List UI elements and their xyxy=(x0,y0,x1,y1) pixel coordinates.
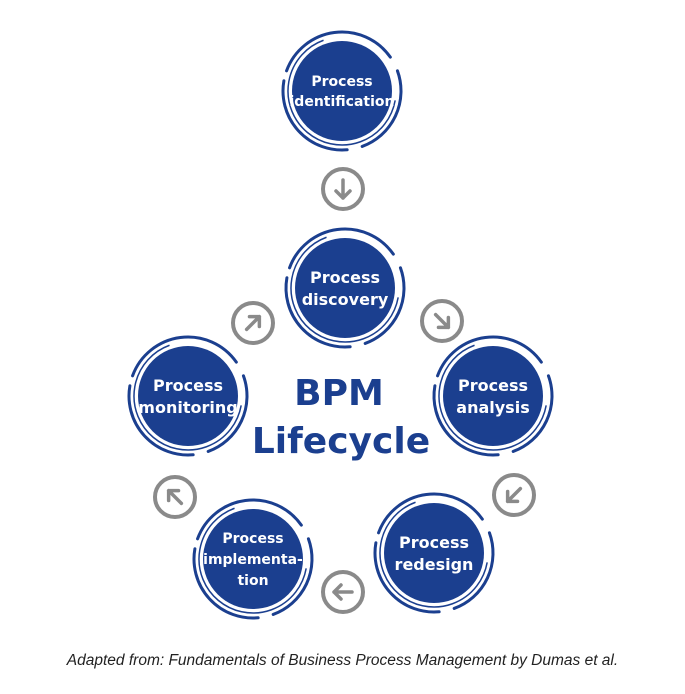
process-identification-disk xyxy=(292,41,392,141)
process-identification-ring-segment xyxy=(281,79,349,152)
process-implementation-ring-segment xyxy=(271,537,314,616)
center-title: BPM Lifecycle xyxy=(252,373,430,462)
process-monitoring-ring-segment xyxy=(206,374,249,453)
arrow-down-icon xyxy=(334,178,352,200)
process-redesign-disk xyxy=(384,503,484,603)
process-implementation-ring-segment xyxy=(196,498,303,541)
process-discovery-label-line: Process xyxy=(310,268,380,287)
process-monitoring-inner-ring xyxy=(133,344,242,451)
process-monitoring-label-line: monitoring xyxy=(138,398,237,417)
process-implementation-label-line: Process xyxy=(222,531,283,547)
process-identification-ring-segment xyxy=(285,30,392,73)
arrow-up-right-icon xyxy=(244,314,262,332)
process-implementation-label-line: tion xyxy=(237,573,268,589)
process-redesign-label-line: Process xyxy=(399,533,469,552)
process-implementation-disk xyxy=(203,509,303,609)
arrow-monitoring-to-discovery xyxy=(231,301,275,345)
process-discovery-ring-segment xyxy=(363,266,406,345)
process-implementation-node: Process implementa-tion xyxy=(192,498,314,620)
process-discovery-inner-ring xyxy=(290,236,399,343)
center-title-line-2: Lifecycle xyxy=(252,421,430,462)
process-redesign-ring-segment xyxy=(452,531,495,610)
process-analysis-label-line: analysis xyxy=(456,398,529,417)
arrow-down-left-icon xyxy=(505,486,523,504)
arrow-down-right-icon xyxy=(433,312,451,330)
process-analysis-ring-segment xyxy=(436,335,543,378)
center-title-line-1: BPM xyxy=(294,373,384,414)
process-analysis-node: Process analysis xyxy=(432,335,554,457)
process-monitoring-ring-segment xyxy=(131,335,238,378)
arrow-down-right-icon-shape xyxy=(433,312,451,330)
arrow-up-right-icon-shape xyxy=(244,314,262,332)
nodes-layer: ProcessidentificationProcessdiscoveryPro… xyxy=(127,30,554,620)
process-identification-node: Process identification xyxy=(281,30,403,152)
process-redesign-node: Process redesign xyxy=(373,492,495,614)
arrow-down-left-icon-shape xyxy=(505,486,523,504)
arrow-left-icon xyxy=(332,583,354,601)
process-implementation-label-line: implementa- xyxy=(203,552,303,568)
process-discovery-disk xyxy=(295,238,395,338)
arrows-layer xyxy=(153,167,536,614)
process-analysis-ring-segment xyxy=(432,384,500,457)
process-discovery-ring-segment xyxy=(284,276,352,349)
process-identification-ring-segment xyxy=(360,69,403,148)
process-discovery-ring-segment xyxy=(288,227,395,270)
process-redesign-inner-ring xyxy=(379,501,488,608)
arrow-up-left-icon xyxy=(166,488,184,506)
source-caption: Adapted from: Fundamentals of Business P… xyxy=(66,652,619,669)
process-redesign-ring-segment xyxy=(377,492,484,535)
process-implementation-ring-segment xyxy=(192,547,260,620)
arrow-redesign-to-implementation xyxy=(321,570,365,614)
process-monitoring-node: Process monitoring xyxy=(127,335,249,457)
process-discovery-node: Process discovery xyxy=(284,227,406,349)
process-identification-inner-ring xyxy=(287,39,396,146)
process-analysis-ring-segment xyxy=(511,374,554,453)
process-analysis-disk xyxy=(443,346,543,446)
arrow-up-left-icon-shape xyxy=(166,488,184,506)
process-analysis-inner-ring xyxy=(438,344,547,451)
process-implementation-inner-ring xyxy=(198,507,307,614)
process-analysis-label-line: Process xyxy=(458,376,528,395)
arrow-left-icon-shape xyxy=(332,583,354,601)
process-identification-label-line: identification xyxy=(290,94,395,110)
process-monitoring-ring-segment xyxy=(127,384,195,457)
process-identification-label-line: Process xyxy=(311,74,372,90)
process-redesign-ring-segment xyxy=(373,541,441,614)
arrow-implementation-to-monitoring xyxy=(153,475,197,519)
arrow-analysis-to-redesign xyxy=(492,473,536,517)
process-monitoring-label-line: Process xyxy=(153,376,223,395)
arrow-identification-to-discovery xyxy=(321,167,365,211)
arrow-discovery-to-analysis xyxy=(420,299,464,343)
process-redesign-label-line: redesign xyxy=(395,555,474,574)
process-discovery-label-line: discovery xyxy=(302,290,389,309)
process-monitoring-disk xyxy=(138,346,238,446)
arrow-down-icon-shape xyxy=(334,178,352,200)
